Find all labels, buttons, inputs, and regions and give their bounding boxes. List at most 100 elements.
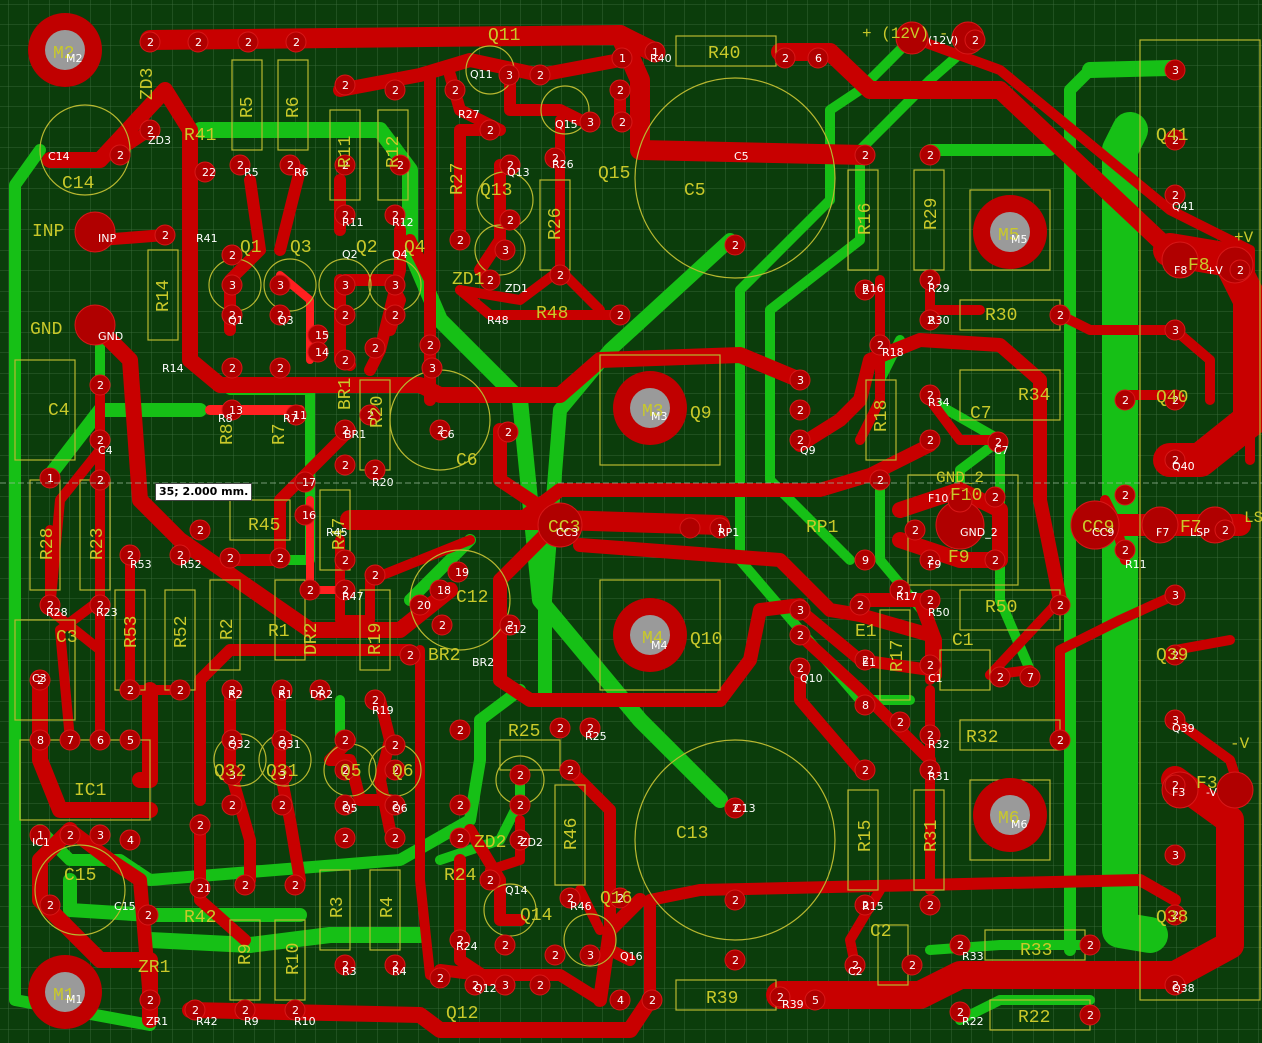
pad[interactable]	[169, 544, 191, 566]
pad[interactable]	[89, 594, 111, 616]
pad[interactable]	[774, 47, 796, 69]
pad[interactable]	[1164, 844, 1186, 866]
pad[interactable]	[987, 431, 1009, 453]
pad[interactable]	[221, 679, 243, 701]
pad[interactable]	[444, 79, 466, 101]
pad[interactable]	[269, 547, 291, 569]
pad[interactable]	[29, 729, 51, 751]
pad[interactable]	[499, 614, 521, 636]
pad[interactable]	[364, 337, 386, 359]
pad[interactable]	[529, 974, 551, 996]
pad[interactable]	[189, 519, 211, 541]
pad[interactable]	[498, 64, 520, 86]
pad[interactable]	[709, 517, 731, 539]
pad[interactable]	[189, 877, 211, 899]
pad[interactable]	[724, 889, 746, 911]
pad[interactable]	[169, 679, 191, 701]
pad[interactable]	[334, 794, 356, 816]
pad[interactable]	[384, 794, 406, 816]
pad[interactable]	[854, 144, 876, 166]
pad[interactable]	[139, 31, 161, 53]
pad[interactable]	[789, 399, 811, 421]
pad[interactable]	[1019, 666, 1041, 688]
pad[interactable]	[509, 794, 531, 816]
pad[interactable]	[609, 989, 631, 1011]
pad[interactable]	[334, 349, 356, 371]
pad[interactable]	[431, 614, 453, 636]
pad[interactable]	[901, 954, 923, 976]
pad[interactable]	[39, 594, 61, 616]
pad[interactable]	[989, 666, 1011, 688]
pad[interactable]	[409, 594, 431, 616]
pad[interactable]	[889, 711, 911, 733]
pad[interactable]	[449, 929, 471, 951]
pad[interactable]	[59, 729, 81, 751]
pad[interactable]	[384, 954, 406, 976]
pad[interactable]	[529, 64, 551, 86]
pad[interactable]	[271, 729, 293, 751]
pad[interactable]	[334, 579, 356, 601]
pad[interactable]	[384, 204, 406, 226]
pad[interactable]	[804, 989, 826, 1011]
pad[interactable]	[854, 894, 876, 916]
pad[interactable]	[184, 999, 206, 1021]
pad[interactable]	[1114, 389, 1136, 411]
pad[interactable]	[919, 429, 941, 451]
pad[interactable]	[194, 161, 216, 183]
pad[interactable]	[1049, 729, 1071, 751]
pad[interactable]	[904, 519, 926, 541]
pad[interactable]	[609, 79, 631, 101]
pad[interactable]	[221, 729, 243, 751]
pad[interactable]	[1164, 59, 1186, 81]
pad[interactable]	[119, 729, 141, 751]
pad[interactable]	[284, 874, 306, 896]
pad[interactable]	[579, 717, 601, 739]
pad[interactable]	[559, 887, 581, 909]
pad[interactable]	[154, 224, 176, 246]
pad[interactable]	[307, 341, 329, 363]
pad[interactable]	[1214, 519, 1236, 541]
pad[interactable]	[384, 304, 406, 326]
pad[interactable]	[1164, 644, 1186, 666]
pad[interactable]	[449, 794, 471, 816]
pad[interactable]	[1164, 904, 1186, 926]
pad[interactable]	[334, 154, 356, 176]
pad[interactable]	[949, 1001, 971, 1023]
pad[interactable]	[39, 894, 61, 916]
pad[interactable]	[29, 669, 51, 691]
pad[interactable]	[119, 679, 141, 701]
pad[interactable]	[89, 374, 111, 396]
pad[interactable]	[429, 579, 451, 601]
pad[interactable]	[919, 309, 941, 331]
pad[interactable]	[789, 369, 811, 391]
pad[interactable]	[449, 229, 471, 251]
pad[interactable]	[919, 894, 941, 916]
pad[interactable]	[984, 486, 1006, 508]
pad[interactable]	[119, 829, 141, 851]
pad[interactable]	[1049, 594, 1071, 616]
pad[interactable]	[497, 421, 519, 443]
pad[interactable]	[479, 869, 501, 891]
pad[interactable]	[919, 724, 941, 746]
pad[interactable]	[1114, 484, 1136, 506]
pad[interactable]	[334, 827, 356, 849]
pad[interactable]	[807, 47, 829, 69]
pad[interactable]	[389, 154, 411, 176]
pad[interactable]	[429, 967, 451, 989]
pad[interactable]	[221, 274, 243, 296]
pad[interactable]	[1164, 389, 1186, 411]
pad[interactable]	[189, 814, 211, 836]
pad[interactable]	[421, 357, 443, 379]
pad[interactable]	[221, 794, 243, 816]
pad[interactable]	[234, 874, 256, 896]
pad[interactable]	[494, 974, 516, 996]
pad[interactable]	[271, 764, 293, 786]
pad[interactable]	[89, 729, 111, 751]
pad[interactable]	[89, 469, 111, 491]
pad[interactable]	[854, 649, 876, 671]
pad[interactable]	[334, 549, 356, 571]
